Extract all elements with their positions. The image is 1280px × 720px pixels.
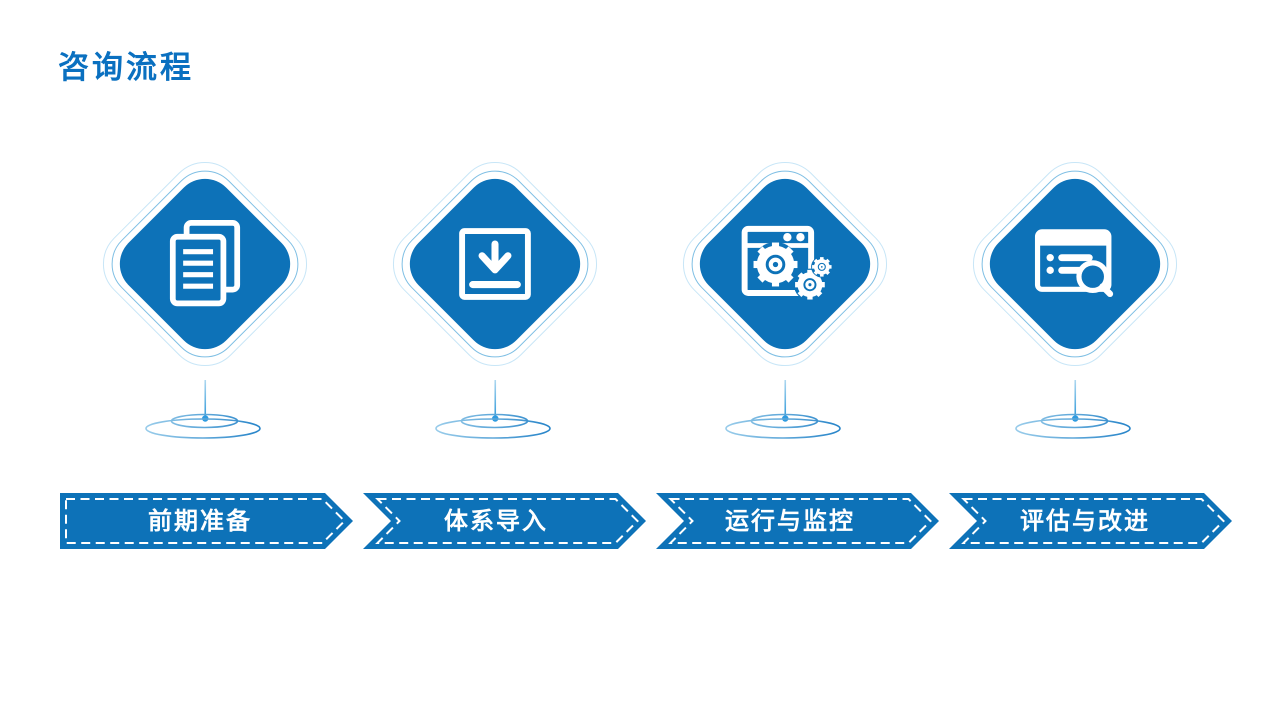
arrow-banner-preparation: 前期准备 [60,493,353,549]
stage-evaluation-improvement [955,140,1195,452]
gear-large [752,241,799,288]
banner-label: 评估与改进 [1020,508,1150,535]
pin-and-ripples [725,380,841,439]
window-gears-icon [741,225,833,301]
magnifier-glyph [1076,260,1114,298]
pin-and-ripples [1015,380,1131,439]
arrow-banner-operation-monitoring: 运行与监控 [656,493,939,549]
banner-label: 前期准备 [148,507,252,535]
pin-and-ripples [435,380,551,439]
documents-icon [169,220,241,307]
gear-tiny [811,256,833,278]
window-search-icon [1034,229,1114,298]
banner-label: 运行与监控 [725,507,855,535]
page-title: 咨询流程 [58,50,194,85]
download-icon [459,228,531,300]
banner-label: 体系导入 [444,508,548,535]
stage-operation-monitoring [665,140,905,452]
arrow-banner-system-import: 体系导入 [363,493,646,549]
stage-system-import [375,140,615,452]
pin-and-ripples [145,380,261,439]
arrow-banner-evaluation-improvement: 评估与改进 [949,493,1232,549]
stage-preparation [85,140,325,452]
process-arrow-strip: 前期准备 体系导入 运行与监控 评估与改进 [60,493,1232,549]
